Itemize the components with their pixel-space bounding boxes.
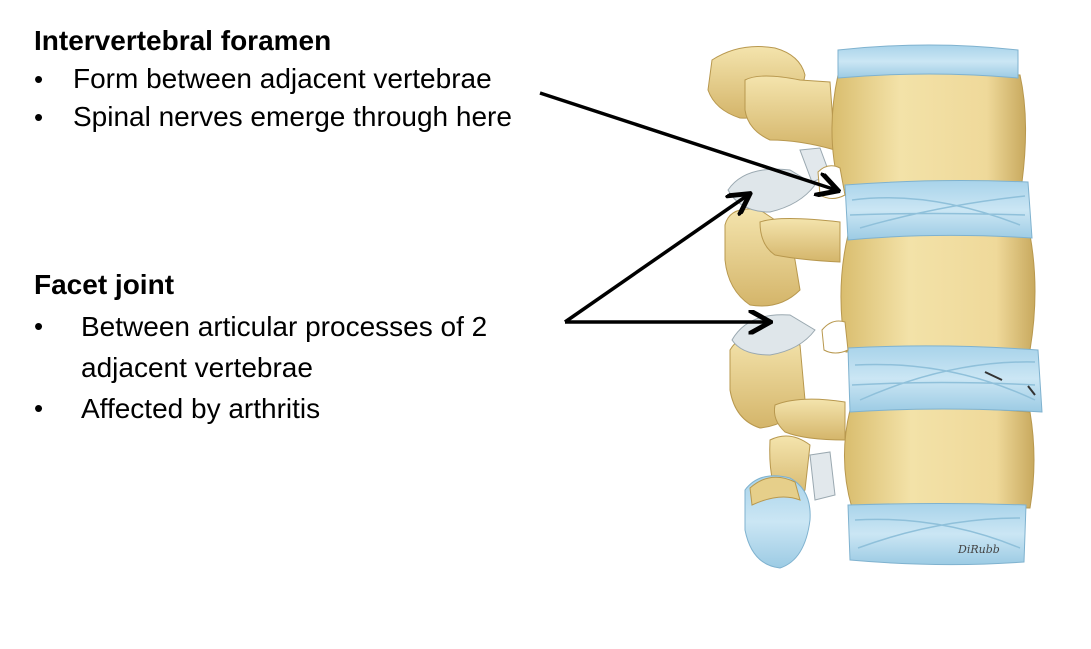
lower-process bbox=[744, 475, 811, 569]
posterior-processes bbox=[707, 46, 846, 502]
list-item: • Spinal nerves emerge through here bbox=[34, 98, 594, 136]
facet-text-block: Facet joint • Between articular processe… bbox=[34, 266, 574, 429]
foramen-text-block: Intervertebral foramen • Form between ad… bbox=[34, 22, 594, 136]
facet-heading: Facet joint bbox=[34, 269, 175, 300]
facet-bullet-list: • Between articular processes of 2 adjac… bbox=[34, 306, 574, 429]
annotation-arrows bbox=[539, 91, 836, 324]
artist-signature: DiRubb bbox=[957, 543, 1000, 556]
foramen-heading: Intervertebral foramen bbox=[34, 25, 332, 56]
facet-bullet-text: Between articular processes of 2 adjacen… bbox=[81, 311, 488, 383]
foramen-bullet-text: Spinal nerves emerge through here bbox=[73, 101, 512, 132]
facet-arrow-upper bbox=[564, 195, 748, 324]
bullet-point: • bbox=[34, 64, 44, 94]
bullet-point: • bbox=[34, 311, 44, 341]
list-item: • Between articular processes of 2 adjac… bbox=[34, 306, 574, 388]
list-item: • Form between adjacent vertebrae bbox=[34, 60, 594, 98]
foramen-bullet-text: Form between adjacent vertebrae bbox=[73, 63, 492, 94]
vertebral-bodies bbox=[831, 71, 1036, 509]
bullet-point: • bbox=[34, 102, 44, 132]
facet-bullet-text: Affected by arthritis bbox=[81, 393, 321, 424]
list-item: • Affected by arthritis bbox=[34, 388, 574, 429]
foramen-arrow bbox=[539, 91, 836, 190]
bullet-point: • bbox=[34, 393, 44, 423]
intervertebral-discs bbox=[837, 44, 1043, 566]
foramen-bullet-list: • Form between adjacent vertebrae • Spin… bbox=[34, 60, 594, 136]
